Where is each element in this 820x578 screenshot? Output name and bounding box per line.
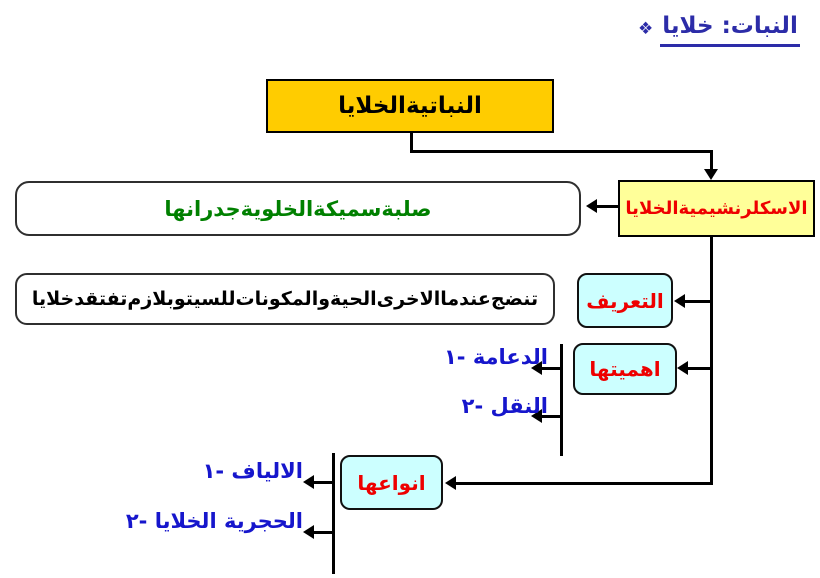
connector-main-spine (710, 237, 713, 485)
connector-types-line (455, 482, 713, 485)
page-heading: ❖ خلايا النبات: (638, 13, 800, 47)
arrowhead-down-icon (704, 169, 718, 180)
connector-root-drop (710, 150, 713, 171)
connector-types-item2 (313, 531, 332, 534)
types-item-stone-cells: ٢- الخلايا الحجرية (125, 509, 303, 533)
label-importance: اهميتها (573, 343, 677, 395)
connector-wall-line (596, 205, 618, 208)
importance-item-support: ١- الدعامة (443, 345, 548, 369)
connector-importance-item1 (541, 367, 560, 370)
connector-importance-line (687, 367, 710, 370)
node-sclerenchyma-cells: الخلايا الاسكلرنشيمية (618, 180, 815, 237)
connector-types-item1 (313, 481, 332, 484)
arrowhead-left-icon (674, 294, 685, 308)
connector-importance-item2 (541, 415, 560, 418)
label-definition: التعريف (577, 273, 673, 328)
diamond-bullet-icon: ❖ (638, 19, 654, 40)
connector-root-horizontal (410, 150, 713, 153)
connector-importance-spine (560, 344, 563, 456)
arrowhead-left-icon (531, 409, 542, 423)
arrowhead-left-icon (531, 361, 542, 375)
arrowhead-left-icon (677, 361, 688, 375)
importance-item-transport: ٢- النقل (461, 394, 548, 418)
connector-root-stub (410, 133, 413, 153)
node-definition-text: خلايا تفتقد للسيتوبلازم والمكونات الحية … (15, 273, 555, 325)
arrowhead-left-icon (303, 475, 314, 489)
arrowhead-left-icon (445, 476, 456, 490)
page-title: خلايا النبات: (660, 13, 800, 47)
arrowhead-left-icon (586, 199, 597, 213)
node-wall-property: جدرانها الخلوية سميكة صلبة (15, 181, 581, 236)
connector-definition-line (684, 300, 710, 303)
arrowhead-left-icon (303, 525, 314, 539)
connector-types-spine (332, 453, 335, 574)
types-item-fibers: ١- الالياف (202, 459, 303, 483)
node-plant-cells: الخلايا النباتية (266, 79, 554, 133)
label-types: انواعها (340, 455, 443, 510)
